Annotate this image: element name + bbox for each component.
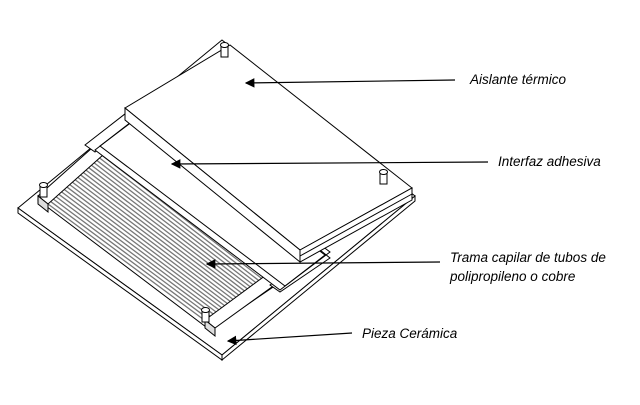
pin-right [379, 169, 388, 185]
label-trama-capilar-line1: Trama capilar de tubos de [450, 250, 606, 265]
capillary-tube [47, 203, 216, 329]
pin-left [39, 182, 48, 198]
label-trama-capilar-line2: polipropileno o cobre [450, 269, 576, 284]
thermal-insulation [124, 44, 413, 264]
capillary-tube [96, 159, 267, 292]
label-aislante-termico: Aislante térmico [470, 72, 567, 87]
capillary-tube [58, 193, 227, 321]
capillary-tube [66, 186, 236, 315]
capillary-tube [91, 164, 262, 296]
arrow-pieza [226, 332, 353, 346]
capillary-tube [72, 181, 242, 310]
capillary-tube [74, 179, 245, 308]
arrow-interfaz [170, 159, 489, 169]
capillary-tube [55, 196, 224, 323]
capillary-tube [61, 191, 230, 319]
label-interfaz-adhesiva: Interfaz adhesiva [498, 154, 601, 169]
capillary-tube [85, 169, 256, 300]
arrow-trama [205, 259, 441, 269]
capillary-tube [80, 174, 250, 304]
capillary-tube [63, 188, 233, 317]
pin-top [220, 42, 229, 58]
capillary-tube [50, 201, 219, 327]
capillary-tube [99, 157, 270, 290]
capillary-tube [93, 162, 265, 294]
capillary-tube [53, 198, 222, 325]
leader-arrows [170, 78, 489, 346]
label-pieza-ceramica: Pieza Cerámica [362, 326, 458, 341]
arrow-aislante [244, 78, 456, 88]
mounting-pins [39, 42, 388, 323]
capillary-tube [88, 167, 259, 298]
capillary-tube [82, 172, 253, 302]
pin-bottom [201, 307, 210, 323]
capillary-tubes [47, 152, 276, 329]
capillary-tube [69, 184, 239, 312]
capillary-tube [77, 176, 247, 306]
